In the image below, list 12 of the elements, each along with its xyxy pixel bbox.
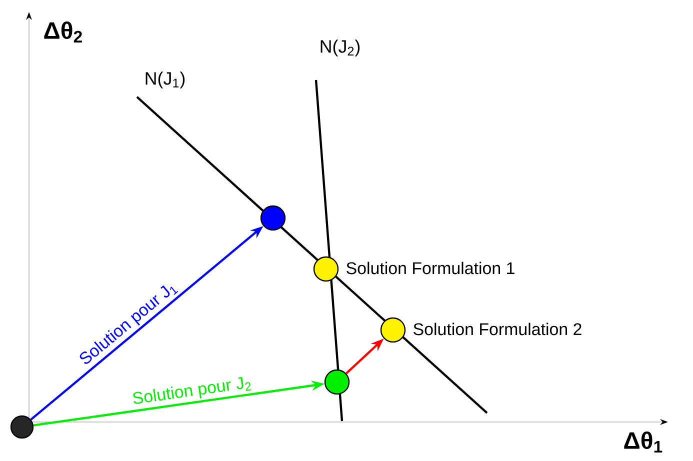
axis-label: Δθ$_{1}$ — [624, 431, 662, 452]
axis-label: Δθ$_{2}$ — [44, 21, 82, 42]
point-marker — [324, 369, 350, 395]
point-label: Solution Formulation 1 — [346, 262, 514, 274]
point-marker — [260, 205, 286, 231]
point-label: Solution Formulation 2 — [414, 322, 582, 336]
point-marker — [313, 256, 339, 282]
point-marker — [380, 317, 406, 343]
point-marker — [10, 415, 34, 439]
line-label: N(J$_{1}$) — [146, 72, 185, 88]
line-label: N(J$_{2}$) — [320, 40, 360, 56]
edge-label: Solution pour J$_{2}$ — [130, 374, 254, 409]
